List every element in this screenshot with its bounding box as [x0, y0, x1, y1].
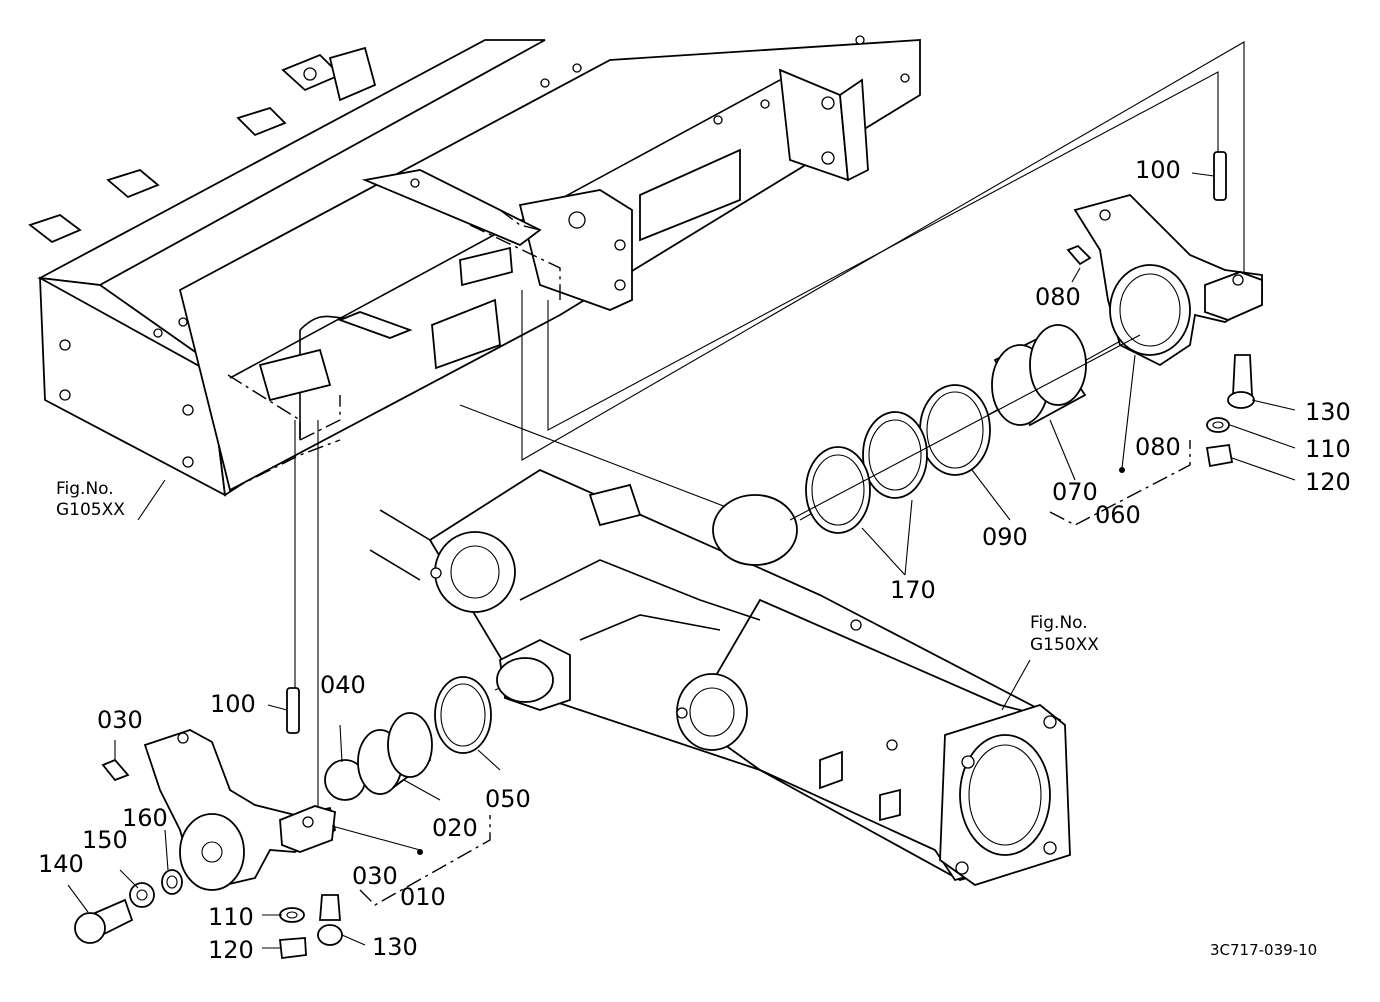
callout-030-left: 030 [97, 706, 143, 734]
fig-ref-code-lower: G150XX [1030, 635, 1099, 655]
callout-030-lower: 030 [352, 862, 398, 890]
callout-060: 060 [1095, 501, 1141, 529]
callout-130-left: 130 [372, 933, 418, 961]
stud-right [1213, 151, 1227, 201]
callout-070: 070 [1052, 478, 1098, 506]
callout-100-right: 100 [1135, 156, 1181, 184]
callout-100-left: 100 [210, 690, 256, 718]
callout-170: 170 [890, 576, 936, 604]
stud-left [286, 687, 300, 734]
callout-040: 040 [320, 671, 366, 699]
leader-dot-010 [417, 849, 423, 855]
callout-150: 150 [82, 826, 128, 854]
fig-ref-label-lower: Fig.No. [1030, 613, 1088, 633]
callout-110-right: 110 [1305, 435, 1351, 463]
leader-lines [67, 172, 1296, 949]
fig-ref-label-upper: Fig.No. [56, 479, 114, 499]
front-bracket-assembly [74, 676, 492, 960]
callout-labels: Fig.No. G105XX Fig.No. G150XX 100 080 13… [38, 156, 1351, 964]
callout-090: 090 [982, 523, 1028, 551]
callout-130-right: 130 [1305, 398, 1351, 426]
callout-160: 160 [122, 804, 168, 832]
callout-110-left: 110 [208, 903, 254, 931]
callout-120-right: 120 [1305, 468, 1351, 496]
callout-140: 140 [38, 850, 84, 878]
fig-ref-code-upper: G105XX [56, 500, 125, 520]
front-frame [28, 35, 921, 497]
drawing-code: 3C717-039-10 [1210, 941, 1317, 959]
rear-bracket-assembly [789, 151, 1263, 534]
callout-080-right: 080 [1035, 283, 1081, 311]
callout-010: 010 [400, 883, 446, 911]
front-axle-housing [369, 468, 1071, 886]
callout-050: 050 [485, 785, 531, 813]
callout-080-lower: 080 [1135, 433, 1181, 461]
leader-dot-060 [1119, 467, 1125, 473]
callout-120-left: 120 [208, 936, 254, 964]
callout-020: 020 [432, 814, 478, 842]
